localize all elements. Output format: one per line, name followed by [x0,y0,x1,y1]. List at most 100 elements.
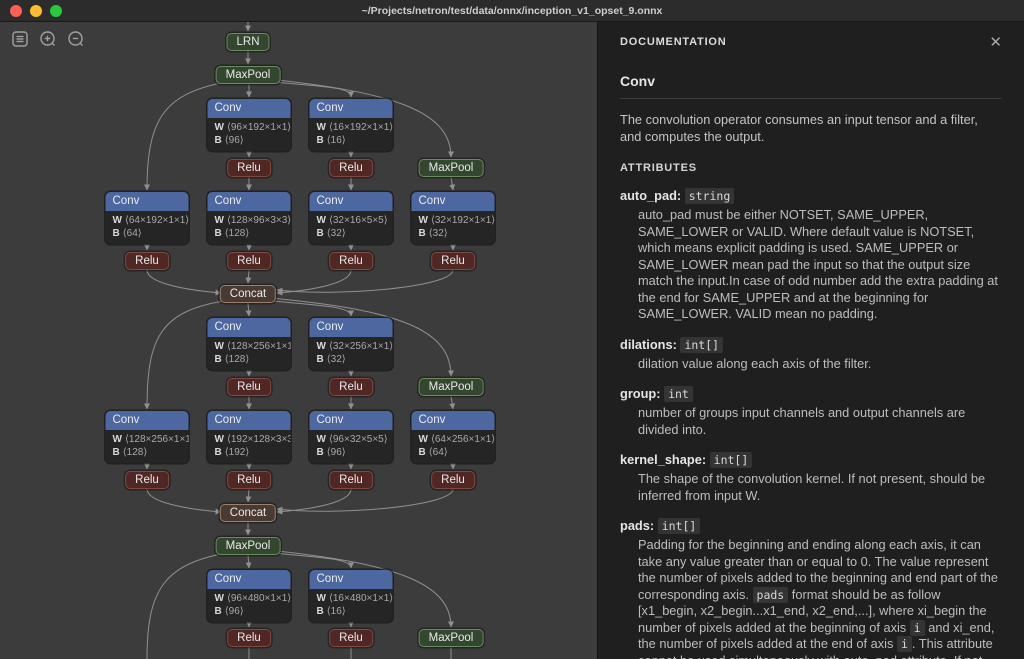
edge-layer [144,22,456,659]
param-w: W⟨96×192×1×1⟩ [214,122,291,133]
attribute-type: int[] [709,452,753,468]
param-w: W⟨192×128×3×3⟩ [214,434,291,445]
node-maxpool[interactable]: MaxPool [215,66,281,84]
node-params: W⟨96×192×1×1⟩B⟨96⟩ [208,118,291,151]
inline-code: i [909,619,925,636]
node-params: W⟨128×256×1×1⟩B⟨128⟩ [106,430,189,463]
node-relu[interactable]: Relu [227,629,271,647]
window-title: ~/Projects/netron/test/data/onnx/incepti… [361,4,663,17]
attribute-head: auto_pad: string [620,187,1002,205]
attribute-name: pads [620,518,650,533]
node-concat[interactable]: Concat [219,504,277,522]
node-relu[interactable]: Relu [227,471,271,489]
node-maxpool[interactable]: MaxPool [418,629,484,647]
node-relu[interactable]: Relu [431,471,475,489]
node-relu[interactable]: Relu [431,252,475,270]
traffic-lights [10,5,62,17]
zoom-out-button[interactable] [66,29,86,49]
attribute-type: int[] [680,336,724,353]
node-concat[interactable]: Concat [219,285,277,303]
node-params: W⟨96×480×1×1⟩B⟨96⟩ [208,589,291,622]
node-header: Conv [207,99,291,118]
param-w: W⟨64×256×1×1⟩ [418,434,495,445]
param-b: B⟨128⟩ [112,447,148,458]
zoom-in-icon [40,31,55,46]
param-b: B⟨96⟩ [316,447,346,458]
param-b: B⟨96⟩ [214,606,244,617]
node-maxpool[interactable]: MaxPool [418,159,484,177]
node-header: Conv [207,411,291,430]
param-w: W⟨64×192×1×1⟩ [112,215,189,226]
attribute-type: int[] [657,518,701,534]
attribute-name: group [620,386,657,401]
node-header: Conv [309,192,393,211]
node-relu[interactable]: Relu [227,378,271,396]
zoom-in-button[interactable] [38,29,58,49]
menu-icon [12,31,28,47]
param-w: W⟨32×16×5×5⟩ [316,215,388,226]
attribute-colon: : [656,386,665,401]
graph-edge [449,176,456,191]
node-relu[interactable]: Relu [125,471,169,489]
attribute-description: The shape of the convolution kernel. If … [638,471,986,503]
attribute-colon: : [649,518,658,533]
close-window-button[interactable] [10,5,22,17]
node-header: Conv [411,411,495,430]
graph-edge [276,488,352,515]
node-relu[interactable]: Relu [125,252,169,270]
param-w: W⟨128×256×1×1⟩ [214,341,291,352]
node-relu[interactable]: Relu [227,159,271,177]
graph-edge [449,395,456,410]
node-relu[interactable]: Relu [227,252,271,270]
node-relu[interactable]: Relu [329,159,373,177]
param-b: B⟨32⟩ [316,354,346,365]
menu-button[interactable] [10,29,30,49]
node-params: W⟨128×96×3×3⟩B⟨128⟩ [208,211,291,244]
attribute-dilations: dilations: int[]dilation value along eac… [620,336,1002,373]
node-maxpool[interactable]: MaxPool [418,378,484,396]
node-relu[interactable]: Relu [329,471,373,489]
maximize-window-button[interactable] [50,5,62,17]
graph-edge [276,269,454,294]
node-lrn[interactable]: LRN [226,33,270,51]
attribute-head: group: int [620,385,1002,403]
attribute-name: auto_pad [620,188,677,203]
node-header: Conv [309,411,393,430]
graph-edge [146,488,222,515]
inline-code: pads [752,586,789,603]
close-icon[interactable]: ✕ [989,34,1002,51]
attribute-kernel_shape: kernel_shape: int[] The shape of the conv… [620,451,1002,504]
attribute-head: kernel_shape: int[] [620,451,1002,469]
param-b: B⟨192⟩ [214,447,250,458]
attributes-header: ATTRIBUTES [620,162,697,174]
node-relu[interactable]: Relu [329,378,373,396]
graph-edge [263,551,354,569]
param-w: W⟨128×96×3×3⟩ [214,215,291,226]
node-maxpool[interactable]: MaxPool [215,537,281,555]
node-header: Conv [207,318,291,337]
node-relu[interactable]: Relu [329,252,373,270]
node-relu[interactable]: Relu [329,629,373,647]
attribute-head: dilations: int[] [620,336,1002,354]
attribute-colon: : [701,452,710,467]
attribute-pads: pads: int[]Padding for the beginning and… [620,517,1002,659]
graph-edge [276,488,454,513]
minimize-window-button[interactable] [30,5,42,17]
